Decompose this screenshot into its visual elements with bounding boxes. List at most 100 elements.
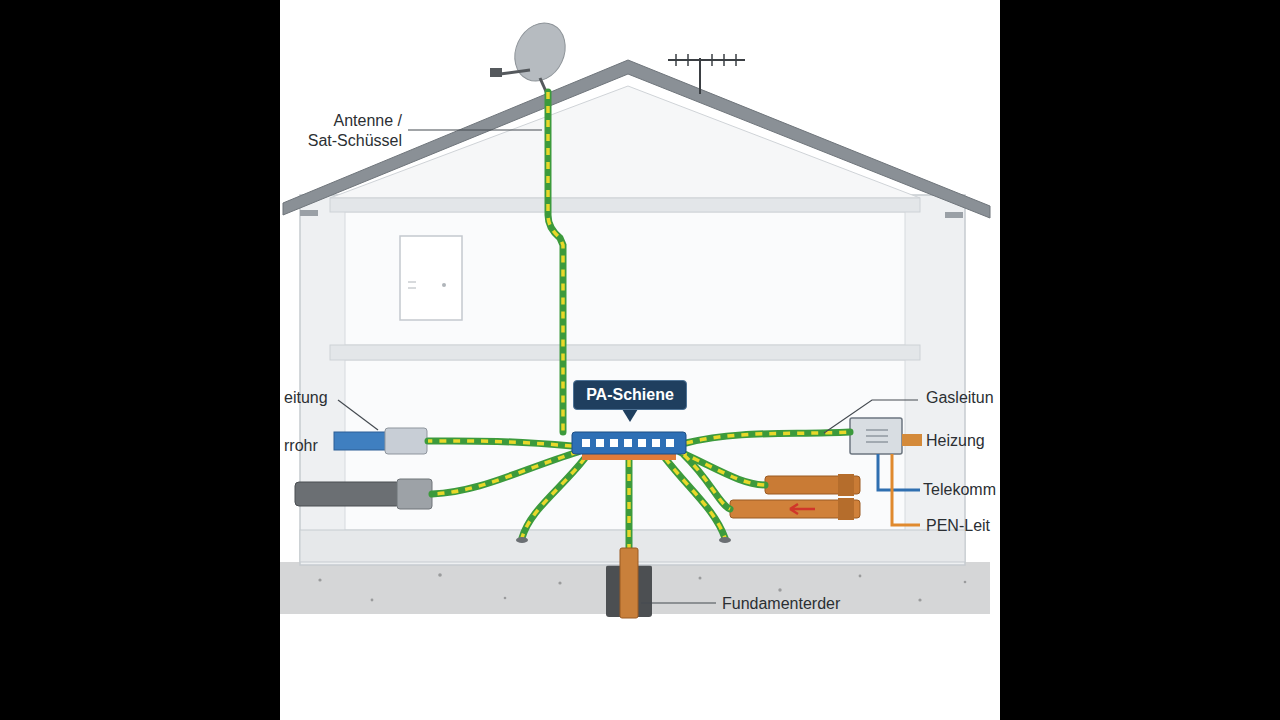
pipes — [866, 436, 888, 437]
part-label: Antenne / Sat-Schüssel — [304, 111, 402, 151]
frame — [280, 0, 1000, 720]
earth-rod — [620, 548, 638, 618]
frame — [0, 0, 280, 720]
part-label: Telekomm — [923, 480, 996, 500]
bonding-wires — [432, 452, 578, 494]
house — [283, 60, 990, 565]
house — [330, 198, 920, 212]
house — [945, 212, 963, 218]
ground — [859, 575, 862, 578]
pipes — [838, 498, 854, 520]
house — [408, 288, 416, 289]
leader-lines — [338, 130, 918, 603]
pipes — [838, 474, 854, 496]
ground — [504, 597, 507, 600]
bonding-wires — [626, 460, 633, 550]
house — [330, 345, 920, 360]
ground — [558, 581, 561, 584]
frame — [1000, 0, 1280, 720]
bonding-wires — [516, 537, 528, 543]
ground — [699, 577, 702, 580]
leader-lines — [408, 129, 542, 130]
callout-tail — [622, 409, 638, 422]
house — [400, 236, 462, 320]
ground — [438, 573, 442, 577]
bonding-wires — [686, 432, 850, 443]
pipes — [878, 454, 920, 490]
ground — [964, 581, 967, 584]
pipes — [295, 482, 400, 506]
part-label: PEN-Leit — [926, 516, 990, 536]
leader-lines — [641, 602, 716, 603]
bus-bar — [666, 439, 674, 447]
part-label: eitung — [284, 388, 328, 408]
bonding-wires — [522, 458, 585, 538]
leader-lines — [338, 400, 378, 430]
part-label: rrohr — [284, 436, 318, 456]
bonding-wires — [428, 441, 572, 446]
bonding-wires — [665, 458, 725, 538]
pipes — [866, 442, 888, 443]
house — [408, 282, 416, 283]
ground — [778, 588, 781, 591]
antenna — [723, 54, 725, 66]
bus-bar — [596, 439, 604, 447]
callout-box: PA-Schiene — [573, 380, 687, 410]
bonding-wires — [680, 452, 765, 485]
callout-text: PA-Schiene — [586, 385, 674, 405]
pipes — [790, 504, 815, 514]
bonding-wires — [428, 92, 850, 550]
ground — [371, 599, 374, 602]
part-label: Heizung — [926, 431, 985, 451]
house — [300, 210, 318, 216]
antenna — [687, 54, 689, 66]
leader-lines — [824, 400, 918, 433]
satellite-dish — [490, 15, 574, 96]
bonding-wires — [719, 537, 731, 543]
bonding-wires — [522, 458, 585, 538]
bonding-wires — [428, 441, 572, 446]
ground — [918, 598, 921, 601]
pipes — [892, 454, 920, 525]
pipes — [295, 418, 922, 525]
bus-bar — [638, 439, 646, 447]
pipes — [902, 434, 922, 446]
bus-bar — [610, 439, 618, 447]
house — [300, 195, 965, 565]
bonding-wires — [428, 92, 850, 550]
house — [345, 360, 905, 530]
bus-bar — [572, 432, 686, 454]
pipes — [866, 430, 888, 431]
satellite-dish — [490, 68, 502, 77]
antenna — [711, 54, 713, 66]
bonding-wires — [548, 92, 563, 432]
bus-bar — [652, 439, 660, 447]
ground — [318, 578, 321, 581]
bus-bar — [624, 439, 632, 447]
bonding-wires — [684, 455, 730, 509]
house — [283, 60, 990, 218]
antenna — [735, 54, 737, 66]
house — [442, 283, 446, 287]
antenna — [668, 54, 745, 94]
pipes — [397, 479, 432, 509]
part-label: Gasleitun — [926, 388, 994, 408]
bus-bar — [572, 432, 686, 460]
bonding-wires — [686, 432, 850, 443]
antenna — [699, 58, 701, 94]
bonding-wires — [428, 92, 850, 550]
bus-bar — [582, 439, 590, 447]
pipes — [850, 418, 902, 454]
house — [345, 212, 905, 345]
bonding-wires — [548, 92, 563, 432]
pipes — [334, 432, 390, 450]
pipes — [385, 428, 427, 454]
bonding-wires — [627, 460, 631, 550]
part-label: Fundamenterder — [722, 594, 840, 614]
antenna — [675, 54, 677, 66]
earth-rod — [620, 548, 638, 618]
